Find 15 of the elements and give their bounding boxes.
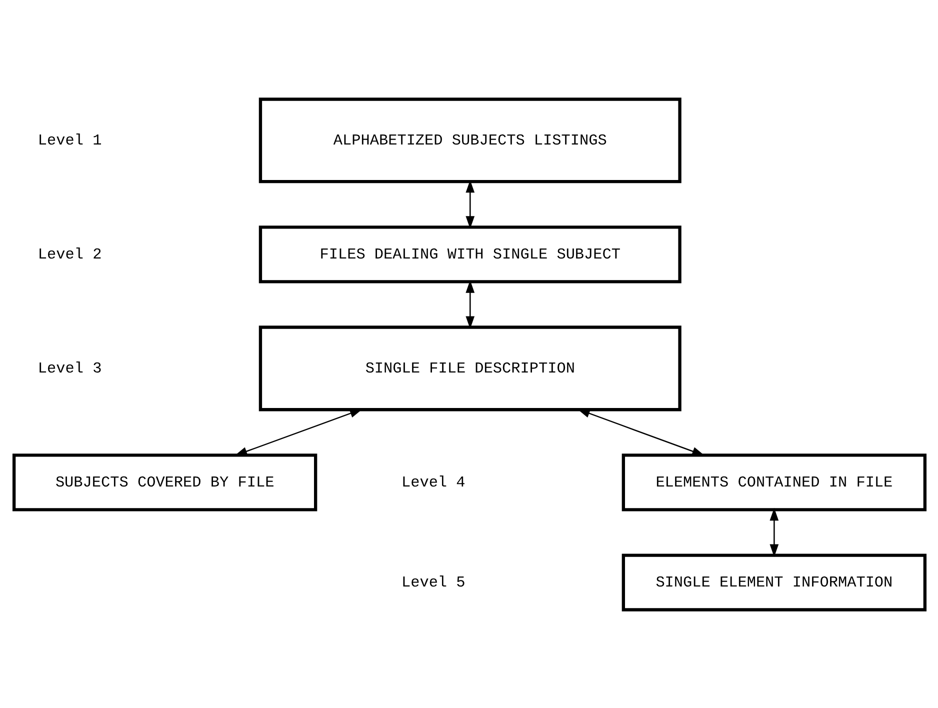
- label: Level 2: [37, 244, 102, 263]
- node-box: SINGLE FILE DESCRIPTION: [258, 325, 681, 411]
- arrow: [576, 408, 704, 456]
- node-box: FILES DEALING WITH SINGLE SUBJECT: [258, 225, 681, 283]
- label: Level 4: [400, 472, 465, 491]
- node-box: ALPHABETIZED SUBJECTS LISTINGS: [258, 97, 681, 183]
- node-box: SUBJECTS COVERED BY FILE: [12, 453, 317, 511]
- label: Level 3: [37, 358, 102, 377]
- label: Level 1: [37, 130, 102, 149]
- arrow: [234, 408, 362, 456]
- node-box: SINGLE ELEMENT INFORMATION: [621, 553, 926, 611]
- label: Level 5: [400, 572, 465, 591]
- arrow: [769, 507, 778, 556]
- arrow: [465, 280, 474, 328]
- node-box: ELEMENTS CONTAINED IN FILE: [621, 453, 926, 511]
